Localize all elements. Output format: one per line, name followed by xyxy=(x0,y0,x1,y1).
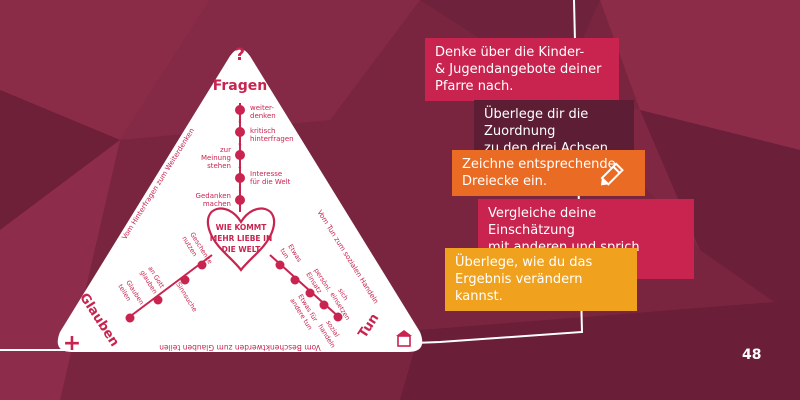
step-label: zur xyxy=(220,146,231,154)
step-label: Interesse xyxy=(250,170,282,178)
axis-number: 4 xyxy=(238,165,241,171)
edge-bottom-caption: Vom Beschenktwerden zum Glauben teilen xyxy=(159,343,321,352)
instruction-box-1: Denke über die Kinder- & Jugendangebote … xyxy=(425,38,619,101)
pencil-icon xyxy=(600,162,624,186)
instruction-line: Pfarre nach. xyxy=(435,79,514,94)
instruction-line: Vergleiche deine Einschätzung xyxy=(488,206,597,238)
instruction-line: Überlege, wie du das xyxy=(455,255,593,270)
step-label: stehen xyxy=(207,162,231,170)
axis-top-label: Fragen xyxy=(213,78,268,94)
heart-text: WIE KOMMT xyxy=(216,223,268,232)
heart-text: DIE WELT xyxy=(222,245,262,254)
instruction-box-3: Zeichne entsprechende Dreiecke ein. xyxy=(452,150,645,196)
instruction-line: Dreiecke ein. xyxy=(462,174,548,189)
instruction-line: & Jugendangebote deiner xyxy=(435,62,602,77)
cross-icon: + xyxy=(63,331,81,356)
heart-text: MEHR LIEBE IN xyxy=(210,234,272,243)
axis-number: 2 xyxy=(238,187,241,193)
axis-number: 8 xyxy=(238,119,241,125)
instruction-box-5: Überlege, wie du das Ergebnis verändern … xyxy=(445,248,637,311)
instruction-line: Zeichne entsprechende xyxy=(462,157,616,172)
step-label: machen xyxy=(203,200,231,208)
step-label: weiter- xyxy=(250,104,274,112)
church-icon xyxy=(396,330,412,347)
step-label: kritisch xyxy=(250,127,276,135)
step-label: für die Welt xyxy=(250,178,291,186)
axis-number: 6 xyxy=(238,142,241,148)
question-mark: ? xyxy=(235,45,245,65)
step-label: Gedanken xyxy=(196,192,231,200)
page-number: 48 xyxy=(742,347,762,363)
instruction-line: Überlege dir die Zuordnung xyxy=(484,107,589,139)
instruction-line: Ergebnis verändern kannst. xyxy=(455,272,583,304)
step-label: denken xyxy=(250,112,276,120)
step-label: hinterfragen xyxy=(250,135,294,143)
heart-icon: WIE KOMMT MEHR LIEBE IN DIE WELT xyxy=(206,207,276,272)
step-label: Meinung xyxy=(201,154,231,162)
instruction-line: Denke über die Kinder- xyxy=(435,45,585,60)
